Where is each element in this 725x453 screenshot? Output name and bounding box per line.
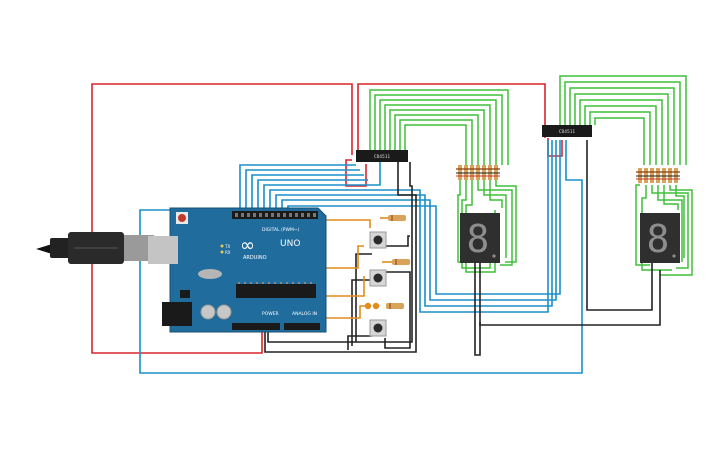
button-resistors[interactable]	[386, 215, 410, 309]
crystal	[198, 269, 222, 279]
seven-segment-left[interactable]: 8	[460, 213, 500, 263]
push-button-2[interactable]	[369, 269, 387, 287]
junction-dots	[364, 302, 380, 310]
tx-led	[220, 244, 224, 248]
resistor-bank-left[interactable]	[456, 165, 500, 180]
board-brand: ARDUINO	[243, 255, 267, 261]
rx-label: RX	[225, 250, 231, 255]
analog-header-label: ANALOG IN	[292, 311, 317, 317]
tx-label: TX	[224, 244, 230, 249]
power-header	[232, 323, 280, 330]
arduino-logo-icon: ∞	[240, 235, 255, 256]
usb-port	[148, 236, 178, 264]
push-button-3[interactable]	[369, 319, 387, 337]
power-header-label: POWER	[262, 311, 279, 317]
rx-led	[220, 250, 224, 254]
digital-header	[232, 211, 318, 219]
reset-button[interactable]	[178, 214, 186, 222]
analog-header	[284, 323, 320, 330]
blue-wires[interactable]	[139, 140, 583, 374]
seven-segment-right-digit: 8	[647, 217, 670, 261]
chip-left[interactable]: CD4511	[356, 150, 408, 162]
digital-header-pins	[235, 213, 316, 217]
seven-segment-right[interactable]: 8	[640, 213, 680, 263]
resistor-bank-right[interactable]	[636, 168, 680, 183]
board-model: UNO	[280, 239, 300, 249]
chip-left-label: CD4511	[374, 154, 391, 160]
capacitor-right	[216, 304, 232, 320]
atmega-chip	[236, 284, 316, 298]
arduino-board[interactable]: DIGITAL (PWM~) ∞ UNO ARDUINO TX RX POWER…	[148, 207, 327, 333]
chip-right-label: CD4511	[559, 129, 576, 135]
power-jack	[162, 302, 192, 326]
digital-header-label: DIGITAL (PWM~)	[262, 227, 300, 233]
capacitor-left	[200, 304, 216, 320]
chip-right[interactable]: CD4511	[542, 125, 592, 137]
push-button-1[interactable]	[369, 231, 387, 249]
black-wires[interactable]	[264, 140, 661, 356]
seven-segment-left-digit: 8	[467, 217, 490, 261]
